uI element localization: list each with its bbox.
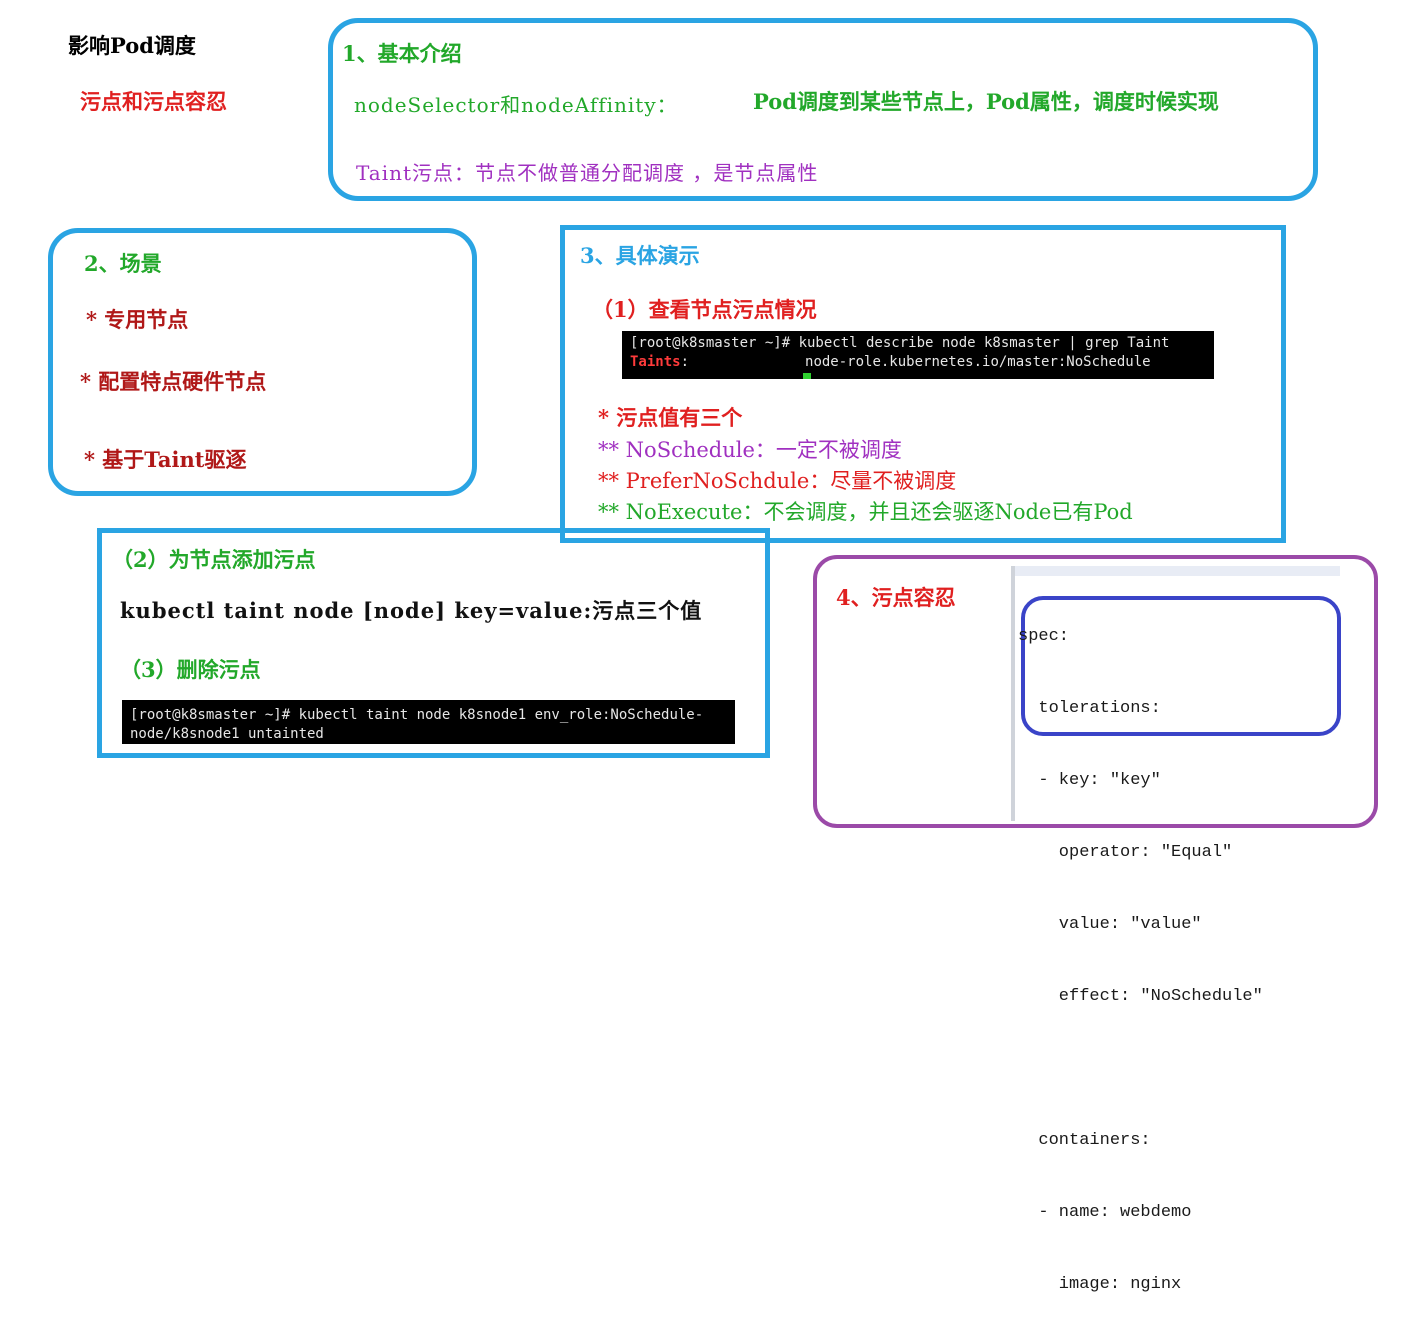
- yaml-line: value: "value": [1018, 915, 1202, 934]
- yaml-line: operator: "Equal": [1018, 843, 1233, 862]
- step-add-taint: （2）为节点添加污点: [112, 547, 316, 572]
- yaml-line: tolerations:: [1018, 699, 1161, 718]
- yaml-spec: spec: tolerations: - key: "key" operator…: [1018, 577, 1263, 1321]
- terminal-cursor: [803, 373, 811, 379]
- yaml-panel-topbar: [1015, 566, 1340, 576]
- section-basic-intro-heading: 1、基本介绍: [342, 41, 462, 66]
- scenario-item: * 专用节点: [86, 307, 189, 332]
- section-demo-box: [560, 225, 1286, 543]
- taints-key: Taints: [630, 354, 681, 370]
- taint-value-noschedule: ** NoSchedule：一定不被调度: [598, 438, 902, 462]
- tolerations-highlight: [1021, 596, 1341, 736]
- yaml-line: [1018, 1057, 1263, 1081]
- scenario-item: * 配置特点硬件节点: [80, 369, 267, 394]
- section-scenarios-heading: 2、场景: [84, 251, 162, 276]
- step-delete-taint: （3）删除污点: [120, 657, 261, 682]
- section-toleration-heading: 4、污点容忍: [836, 585, 956, 610]
- taints-value: node-role.kubernetes.io/master:NoSchedul…: [805, 354, 1151, 370]
- yaml-panel-gutter: [1011, 566, 1015, 821]
- taint-command: kubectl taint node [node] key=value:污点三个…: [120, 598, 703, 623]
- section-basic-intro-box: [328, 18, 1318, 201]
- yaml-line: spec:: [1018, 627, 1070, 646]
- yaml-line: effect: "NoSchedule": [1018, 987, 1263, 1006]
- page-title: 影响Pod调度: [68, 33, 196, 58]
- node-selector-label: nodeSelector和nodeAffinity：: [354, 93, 678, 117]
- taint-values-title: * 污点值有三个: [598, 405, 743, 430]
- taint-value-noexecute: ** NoExecute：不会调度，并且还会驱逐Node已有Pod: [598, 500, 1133, 524]
- yaml-line: - name: webdemo: [1018, 1203, 1192, 1222]
- terminal-untaint: [root@k8smaster ~]# kubectl taint node k…: [122, 700, 735, 744]
- page-subtitle: 污点和污点容忍: [80, 89, 227, 114]
- section-scenarios-box: [48, 228, 477, 496]
- yaml-line: - key: "key": [1018, 771, 1161, 790]
- scenario-item: * 基于Taint驱逐: [84, 447, 247, 472]
- section-toleration-box: [813, 555, 1378, 828]
- terminal-line: Taints: node-role.kubernetes.io/master:No…: [630, 353, 1206, 372]
- section-demo-heading: 3、具体演示: [580, 243, 700, 268]
- terminal-describe-node: [root@k8smaster ~]# kubectl describe nod…: [622, 331, 1214, 379]
- taints-colon: :: [680, 354, 690, 370]
- taint-value-prefernoschedule: ** PreferNoSchdule：尽量不被调度: [598, 469, 957, 493]
- section-add-taint-box: [97, 528, 770, 758]
- taint-definition: Taint污点：节点不做普通分配调度 ，是节点属性: [356, 161, 819, 185]
- node-selector-description: Pod调度到某些节点上，Pod属性，调度时候实现: [753, 89, 1219, 114]
- terminal-line: node/k8snode1 untainted: [130, 726, 324, 742]
- yaml-line: containers:: [1018, 1131, 1151, 1150]
- terminal-line: [root@k8smaster ~]# kubectl describe nod…: [630, 335, 1170, 351]
- yaml-line: image: nginx: [1018, 1275, 1182, 1294]
- step-view-taints: （1）查看节点污点情况: [592, 297, 817, 322]
- terminal-line: [root@k8smaster ~]# kubectl taint node k…: [130, 707, 704, 723]
